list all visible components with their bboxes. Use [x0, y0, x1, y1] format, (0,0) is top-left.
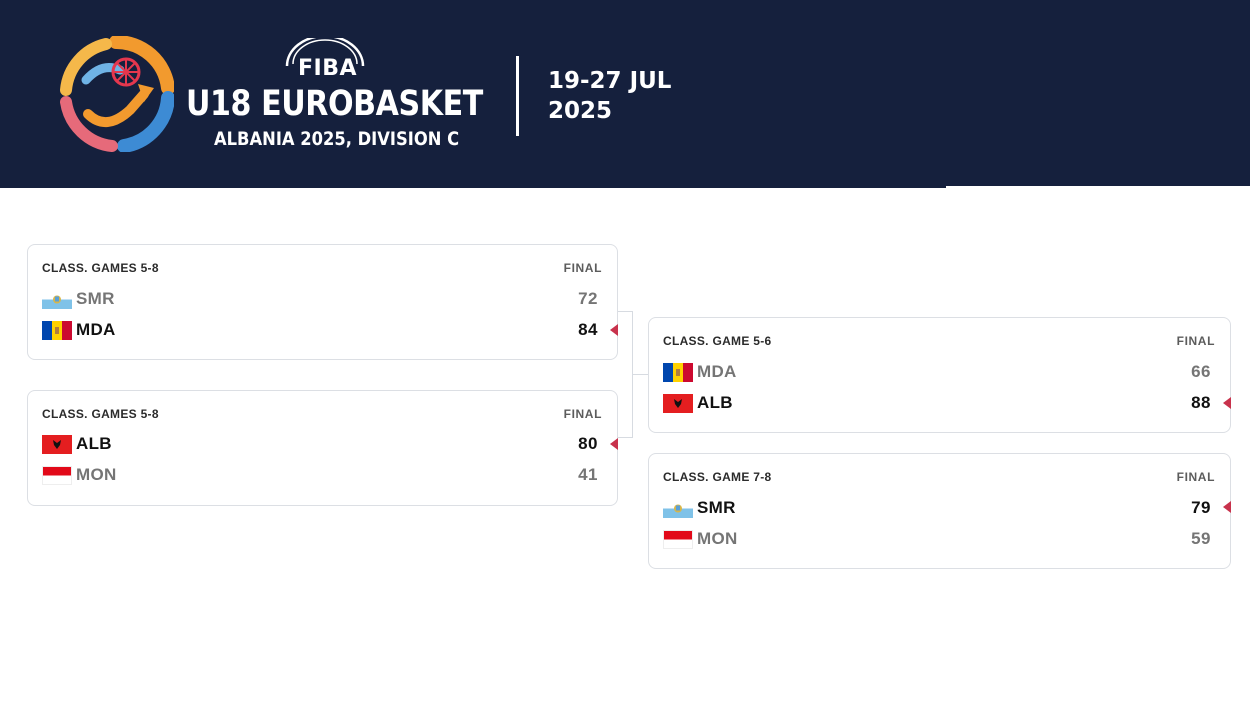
moldova-flag-icon: [663, 363, 693, 382]
banner-divider: [516, 56, 519, 136]
team-score: 66: [1191, 362, 1211, 381]
team-code: SMR: [76, 289, 115, 308]
game-round-label: CLASS. GAMES 5-8: [42, 261, 159, 275]
team-score: 41: [578, 465, 598, 484]
game-card-class-7-8[interactable]: CLASS. GAME 7-8 FINAL SMR 79 MON 59: [648, 453, 1231, 569]
team-row: SMR 72: [42, 288, 602, 312]
winner-marker-icon: [610, 324, 618, 336]
game-status-label: FINAL: [563, 261, 602, 275]
team-row: ALB 88: [663, 392, 1215, 416]
game-status-label: FINAL: [1176, 470, 1215, 484]
team-score: 88: [1191, 393, 1211, 412]
san-marino-flag-icon: [663, 499, 693, 518]
banner-bottom-edge: [0, 186, 946, 188]
team-code: MDA: [697, 362, 737, 381]
moldova-flag-icon: [42, 321, 72, 340]
team-row: MON 59: [663, 528, 1215, 552]
game-round-label: CLASS. GAME 7-8: [663, 470, 772, 484]
game-card-class-5-6[interactable]: CLASS. GAME 5-6 FINAL MDA 66 ALB 88: [648, 317, 1231, 433]
team-score: 80: [578, 434, 598, 453]
event-title: U18 EUROBASKET: [186, 84, 483, 124]
team-code: ALB: [697, 393, 733, 412]
game-round-label: CLASS. GAME 5-6: [663, 334, 772, 348]
event-dates-range: 19-27 JUL: [548, 68, 672, 94]
event-subtitle: ALBANIA 2025, DIVISION C: [214, 128, 460, 150]
team-row: MDA 66: [663, 361, 1215, 385]
game-card-class-5-8-b[interactable]: CLASS. GAMES 5-8 FINAL ALB 80 MON 41: [27, 390, 618, 506]
fiba-brand-text: FIBA: [298, 56, 358, 81]
team-row: SMR 79: [663, 497, 1215, 521]
team-code: MON: [76, 465, 117, 484]
monaco-flag-icon: [663, 530, 693, 549]
event-dates: 19-27 JUL 2025: [548, 66, 671, 126]
team-row: ALB 80: [42, 433, 602, 457]
team-score: 84: [578, 320, 598, 339]
team-row: MON 41: [42, 464, 602, 488]
albania-flag-icon: [42, 435, 72, 454]
banner-gap: [946, 186, 1250, 188]
bracket-connector-top: [617, 311, 633, 312]
winner-marker-icon: [1223, 501, 1231, 513]
game-status-label: FINAL: [563, 407, 602, 421]
albania-flag-icon: [663, 394, 693, 413]
eurobasket-emblem-icon: [60, 36, 174, 152]
team-code: MDA: [76, 320, 116, 339]
team-code: MON: [697, 529, 738, 548]
team-code: ALB: [76, 434, 112, 453]
bracket-connector-join: [632, 374, 648, 375]
team-score: 72: [578, 289, 598, 308]
team-row: MDA 84: [42, 319, 602, 343]
event-banner: FIBA U18 EUROBASKET ALBANIA 2025, DIVISI…: [0, 0, 1250, 186]
fiba-logo-icon: [285, 38, 365, 67]
san-marino-flag-icon: [42, 290, 72, 309]
game-card-class-5-8-a[interactable]: CLASS. GAMES 5-8 FINAL SMR 72 MDA 84: [27, 244, 618, 360]
bracket-connector-bottom: [617, 437, 633, 438]
game-round-label: CLASS. GAMES 5-8: [42, 407, 159, 421]
event-dates-year: 2025: [548, 98, 613, 124]
team-code: SMR: [697, 498, 736, 517]
game-status-label: FINAL: [1176, 334, 1215, 348]
winner-marker-icon: [1223, 397, 1231, 409]
monaco-flag-icon: [42, 466, 72, 485]
winner-marker-icon: [610, 438, 618, 450]
team-score: 79: [1191, 498, 1211, 517]
team-score: 59: [1191, 529, 1211, 548]
